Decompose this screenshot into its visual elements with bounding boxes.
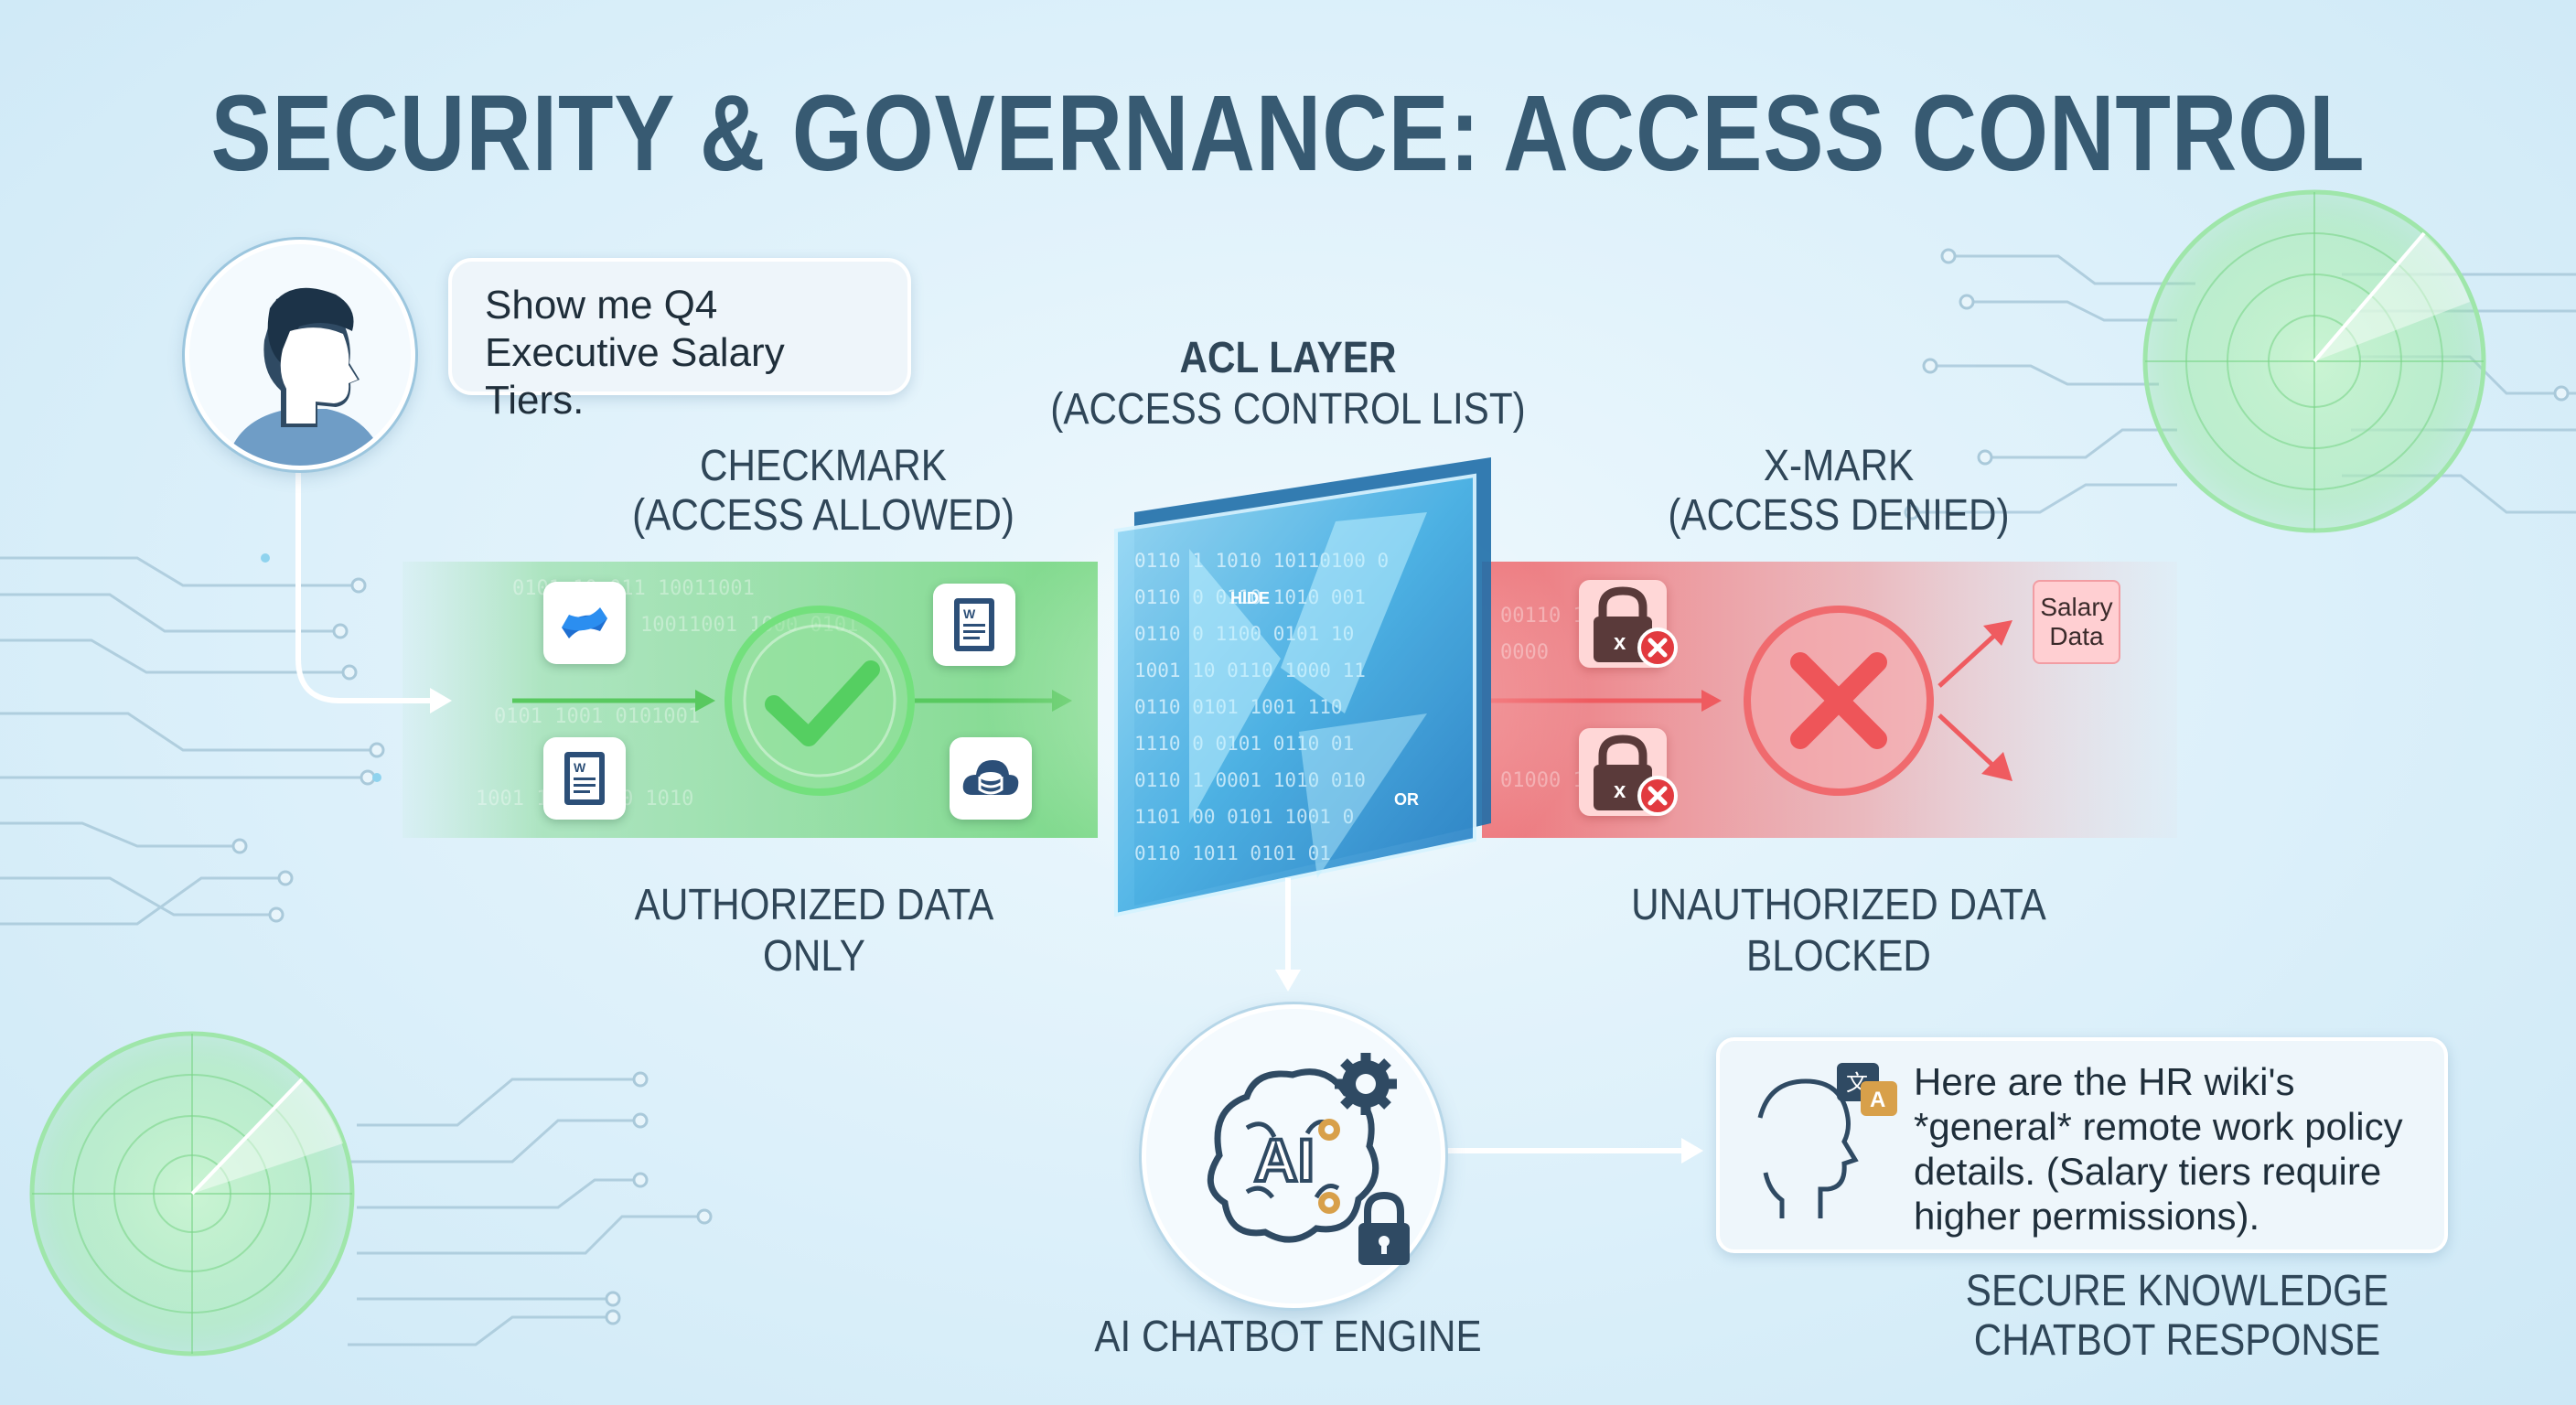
padlock-icon: [1358, 1191, 1410, 1265]
word-document-icon: W: [543, 737, 626, 820]
locked-file-icon: x: [1579, 580, 1678, 668]
svg-text:0110 1011 0101 01: 0110 1011 0101 01: [1134, 842, 1331, 864]
chatbot-response-box: 文 A Here are the HR wiki's *general* rem…: [1716, 1037, 2448, 1253]
denied-subheading: (ACCESS DENIED): [1668, 491, 2010, 540]
response-caption-line2: CHATBOT RESPONSE: [1973, 1316, 2381, 1365]
allowed-subheading: (ACCESS ALLOWED): [632, 491, 1014, 540]
confluence-icon: [543, 582, 626, 664]
assistant-head-icon: [1757, 1078, 1859, 1218]
salary-data-tag: Salary Data: [2033, 580, 2120, 664]
svg-text:0110 1 0001 1010 010: 0110 1 0001 1010 010: [1134, 769, 1366, 791]
user-query-text: Show me Q4 Executive Salary Tiers.: [485, 283, 785, 423]
user-query-bubble: Show me Q4 Executive Salary Tiers.: [448, 258, 911, 423]
translate-icon: 文 A: [1837, 1063, 1897, 1116]
acl-panel-text-hide: HIDE: [1230, 589, 1270, 607]
svg-text:W: W: [574, 760, 586, 775]
acl-title: ACL LAYER: [1179, 334, 1397, 382]
allowed-caption: AUTHORIZED DATA ONLY: [634, 881, 994, 981]
ai-logo-text: AI: [1254, 1126, 1315, 1194]
acl-panel-text-or: OR: [1394, 790, 1419, 809]
svg-text:0101 1001 0101001: 0101 1001 0101001: [494, 705, 700, 728]
engine-caption: AI CHATBOT ENGINE: [1094, 1313, 1482, 1361]
svg-text:1110 0 0101 0110 01: 1110 0 0101 0110 01: [1134, 733, 1354, 755]
ai-brain-icon: AI: [1207, 1053, 1410, 1265]
gear-icon: [1335, 1053, 1397, 1115]
response-caption-line1: SECURE KNOWLEDGE: [1965, 1267, 2389, 1315]
radar-bottom-left: [29, 1031, 355, 1357]
acl-subtitle: (ACCESS CONTROL LIST): [1050, 385, 1526, 434]
user-profile-icon: [226, 287, 386, 466]
denied-caption: UNAUTHORIZED DATA BLOCKED: [1631, 881, 2046, 981]
svg-text:x: x: [1614, 778, 1626, 803]
word-document-icon: W: [933, 584, 1015, 666]
denied-heading: X-MARK: [1763, 442, 1915, 490]
chatbot-response-text: Here are the HR wiki's *general* remote …: [1914, 1060, 2403, 1238]
radar-top-right: [2142, 189, 2486, 533]
svg-text:W: W: [963, 606, 976, 621]
svg-text:x: x: [1614, 630, 1626, 655]
svg-text:1101 00 0101 1001 0: 1101 00 0101 1001 0: [1134, 806, 1354, 828]
ai-chatbot-engine: AI: [1142, 1004, 1445, 1308]
page-title: SECURITY & GOVERNANCE: ACCESS CONTROL: [210, 73, 2366, 194]
allowed-heading: CHECKMARK: [700, 442, 947, 490]
locked-file-icon: x: [1579, 728, 1678, 816]
cloud-database-icon: [950, 737, 1032, 820]
svg-text:A: A: [1870, 1088, 1885, 1112]
user-avatar: [185, 240, 415, 470]
